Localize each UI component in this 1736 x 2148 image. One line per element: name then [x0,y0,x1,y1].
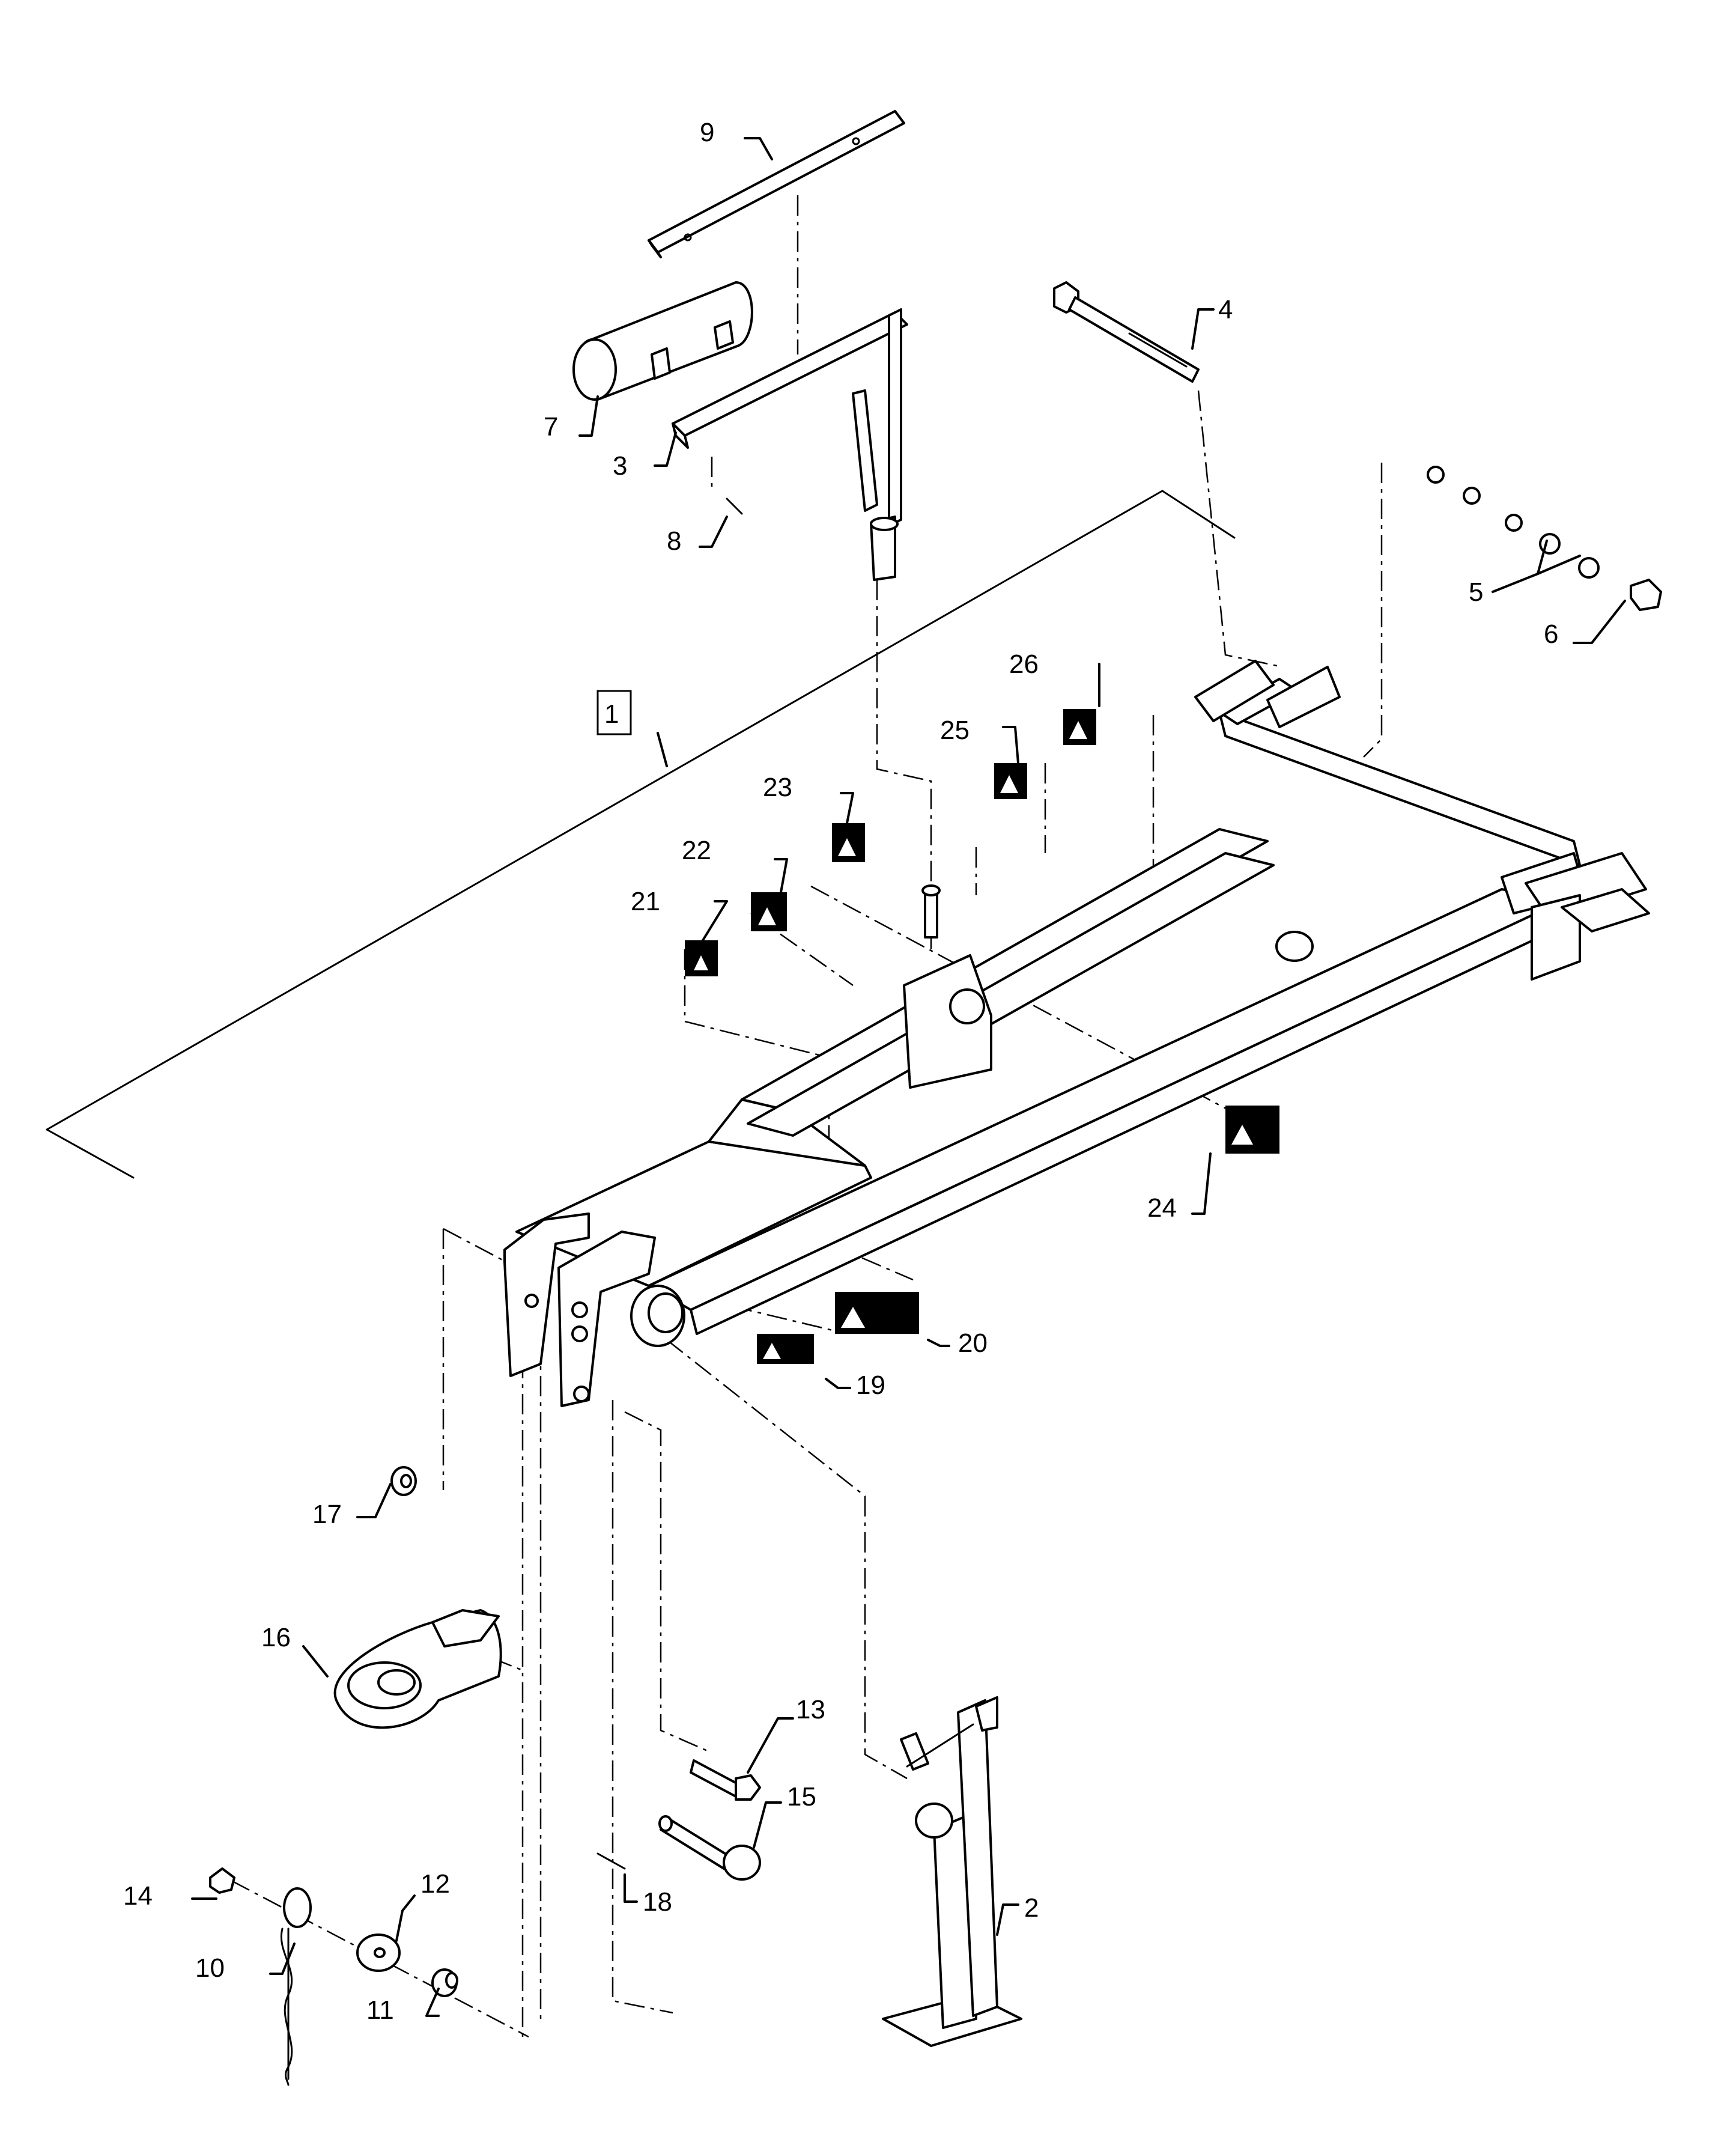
callout-11: 11 [366,1995,394,2025]
callout-9: 9 [700,118,714,147]
callout-24: 24 [1147,1193,1177,1223]
safety-chain-parts [209,1867,458,2086]
pin-15 [596,1815,761,1881]
assembly-bracket [46,490,1236,1179]
callout-3: 3 [613,451,627,481]
callout-16: 16 [261,1623,291,1652]
canister-bracket [672,308,908,581]
tongue-clevis [503,1212,685,1407]
callout-1-box [596,690,632,735]
bolt-13 [690,1759,761,1801]
callout-21: 21 [631,887,660,916]
strap-part [648,110,905,258]
callout-10: 10 [195,1953,225,1983]
callout-25: 25 [940,716,970,745]
small-pin [726,497,743,515]
callout-14: 14 [123,1881,153,1911]
callout-6: 6 [1544,619,1558,649]
callout-5: 5 [1469,577,1483,607]
hitch-frame [515,660,1650,1335]
callout-2: 2 [1024,1893,1039,1923]
callout-23: 23 [763,773,792,802]
safety-decals [685,709,1279,1364]
washers-and-nut [1427,466,1662,611]
jack-stand [882,1696,1022,2047]
callout-13: 13 [796,1695,825,1724]
callout-7: 7 [544,412,558,442]
callout-1: 1 [604,699,619,729]
callout-22: 22 [682,836,711,865]
callout-4: 4 [1218,295,1233,324]
callout-18: 18 [643,1887,672,1917]
callout-15: 15 [787,1782,816,1812]
washer-17 [390,1466,417,1496]
leader-lines [191,137,1626,2017]
callout-12: 12 [420,1869,450,1899]
long-bolt [1053,281,1200,383]
callout-8: 8 [667,526,681,556]
callout-26: 26 [1009,650,1039,679]
callout-labels: 1 2 3 4 5 6 7 8 9 10 11 12 13 14 15 16 1… [123,118,1558,2025]
manual-canister [572,281,753,401]
callout-19: 19 [856,1371,885,1400]
callout-20: 20 [958,1328,988,1358]
callout-17: 17 [312,1500,342,1529]
hitch-eye [333,1609,502,1729]
